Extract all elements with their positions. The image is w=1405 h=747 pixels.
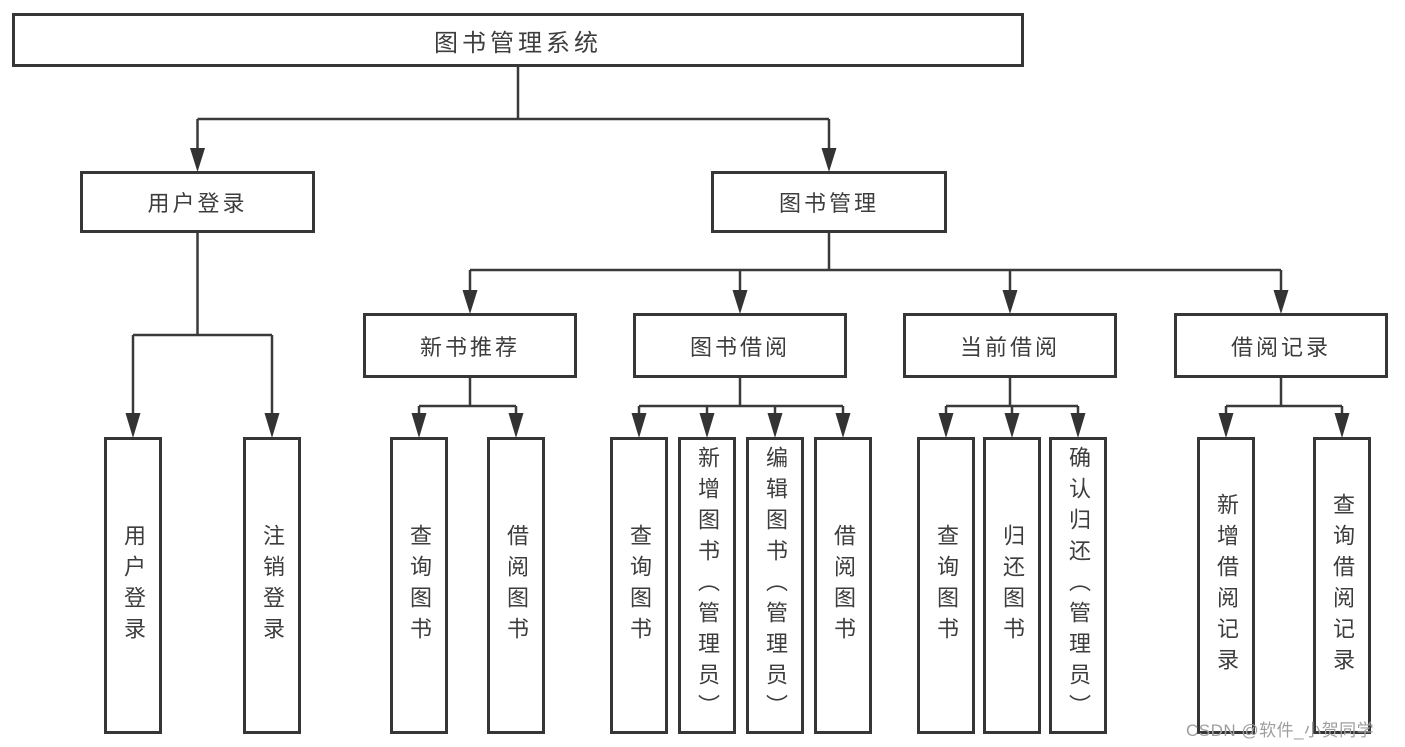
leaf-confirm-return-admin-label: 确认归还（管理员） <box>1066 446 1091 725</box>
leaf-edit-books-admin-label: 编辑图书（管理员） <box>763 446 788 725</box>
node-current-borrow-label: 当前借阅 <box>959 334 1060 360</box>
node-current-borrow: 当前借阅 <box>903 313 1117 378</box>
node-borrow-records: 借阅记录 <box>1174 313 1388 378</box>
node-book-management: 图书管理 <box>711 171 947 233</box>
leaf-edit-books-admin: 编辑图书（管理员） <box>746 437 804 734</box>
leaf-borrow-books: 借阅图书 <box>814 437 872 734</box>
leaf-borrow-query-books: 查询图书 <box>610 437 668 734</box>
node-user-login-label: 用户登录 <box>147 191 248 216</box>
leaf-logout: 注销登录 <box>243 437 301 734</box>
node-root-label: 图书管理系统 <box>434 29 602 57</box>
leaf-logout-label: 注销登录 <box>260 523 285 648</box>
node-user-login: 用户登录 <box>80 171 315 233</box>
leaf-user-login: 用户登录 <box>104 437 162 734</box>
csdn-watermark: CSDN @软件_小贺同学 <box>1186 721 1375 740</box>
node-new-book-recommend: 新书推荐 <box>363 313 577 378</box>
leaf-recommend-borrow-books-label: 借阅图书 <box>504 523 529 648</box>
node-book-management-label: 图书管理 <box>778 191 879 216</box>
leaf-current-query-books-label: 查询图书 <box>934 523 959 648</box>
leaf-recommend-query-books-label: 查询图书 <box>407 523 432 648</box>
leaf-return-books: 归还图书 <box>983 437 1041 734</box>
node-book-borrow: 图书借阅 <box>633 313 847 378</box>
node-book-borrow-label: 图书借阅 <box>689 334 790 360</box>
leaf-recommend-borrow-books: 借阅图书 <box>487 437 545 734</box>
node-root-library-system: 图书管理系统 <box>12 13 1024 67</box>
leaf-borrow-query-books-label: 查询图书 <box>627 523 652 648</box>
leaf-add-borrow-record: 新增借阅记录 <box>1197 437 1255 734</box>
node-borrow-records-label: 借阅记录 <box>1230 334 1331 360</box>
connector-paths <box>131 67 1344 415</box>
leaf-query-borrow-record: 查询借阅记录 <box>1313 437 1371 734</box>
leaf-borrow-books-label: 借阅图书 <box>831 523 856 648</box>
leaf-user-login-label: 用户登录 <box>121 523 146 648</box>
leaf-recommend-query-books: 查询图书 <box>390 437 448 734</box>
node-new-book-recommend-label: 新书推荐 <box>419 334 520 360</box>
leaf-current-query-books: 查询图书 <box>917 437 975 734</box>
leaf-add-books-admin-label: 新增图书（管理员） <box>695 446 720 725</box>
arrowheads <box>125 148 1350 438</box>
leaf-add-books-admin: 新增图书（管理员） <box>678 437 736 734</box>
leaf-query-borrow-record-label: 查询借阅记录 <box>1330 492 1355 679</box>
leaf-confirm-return-admin: 确认归还（管理员） <box>1049 437 1107 734</box>
leaf-return-books-label: 归还图书 <box>1000 523 1025 648</box>
leaf-add-borrow-record-label: 新增借阅记录 <box>1214 492 1239 679</box>
